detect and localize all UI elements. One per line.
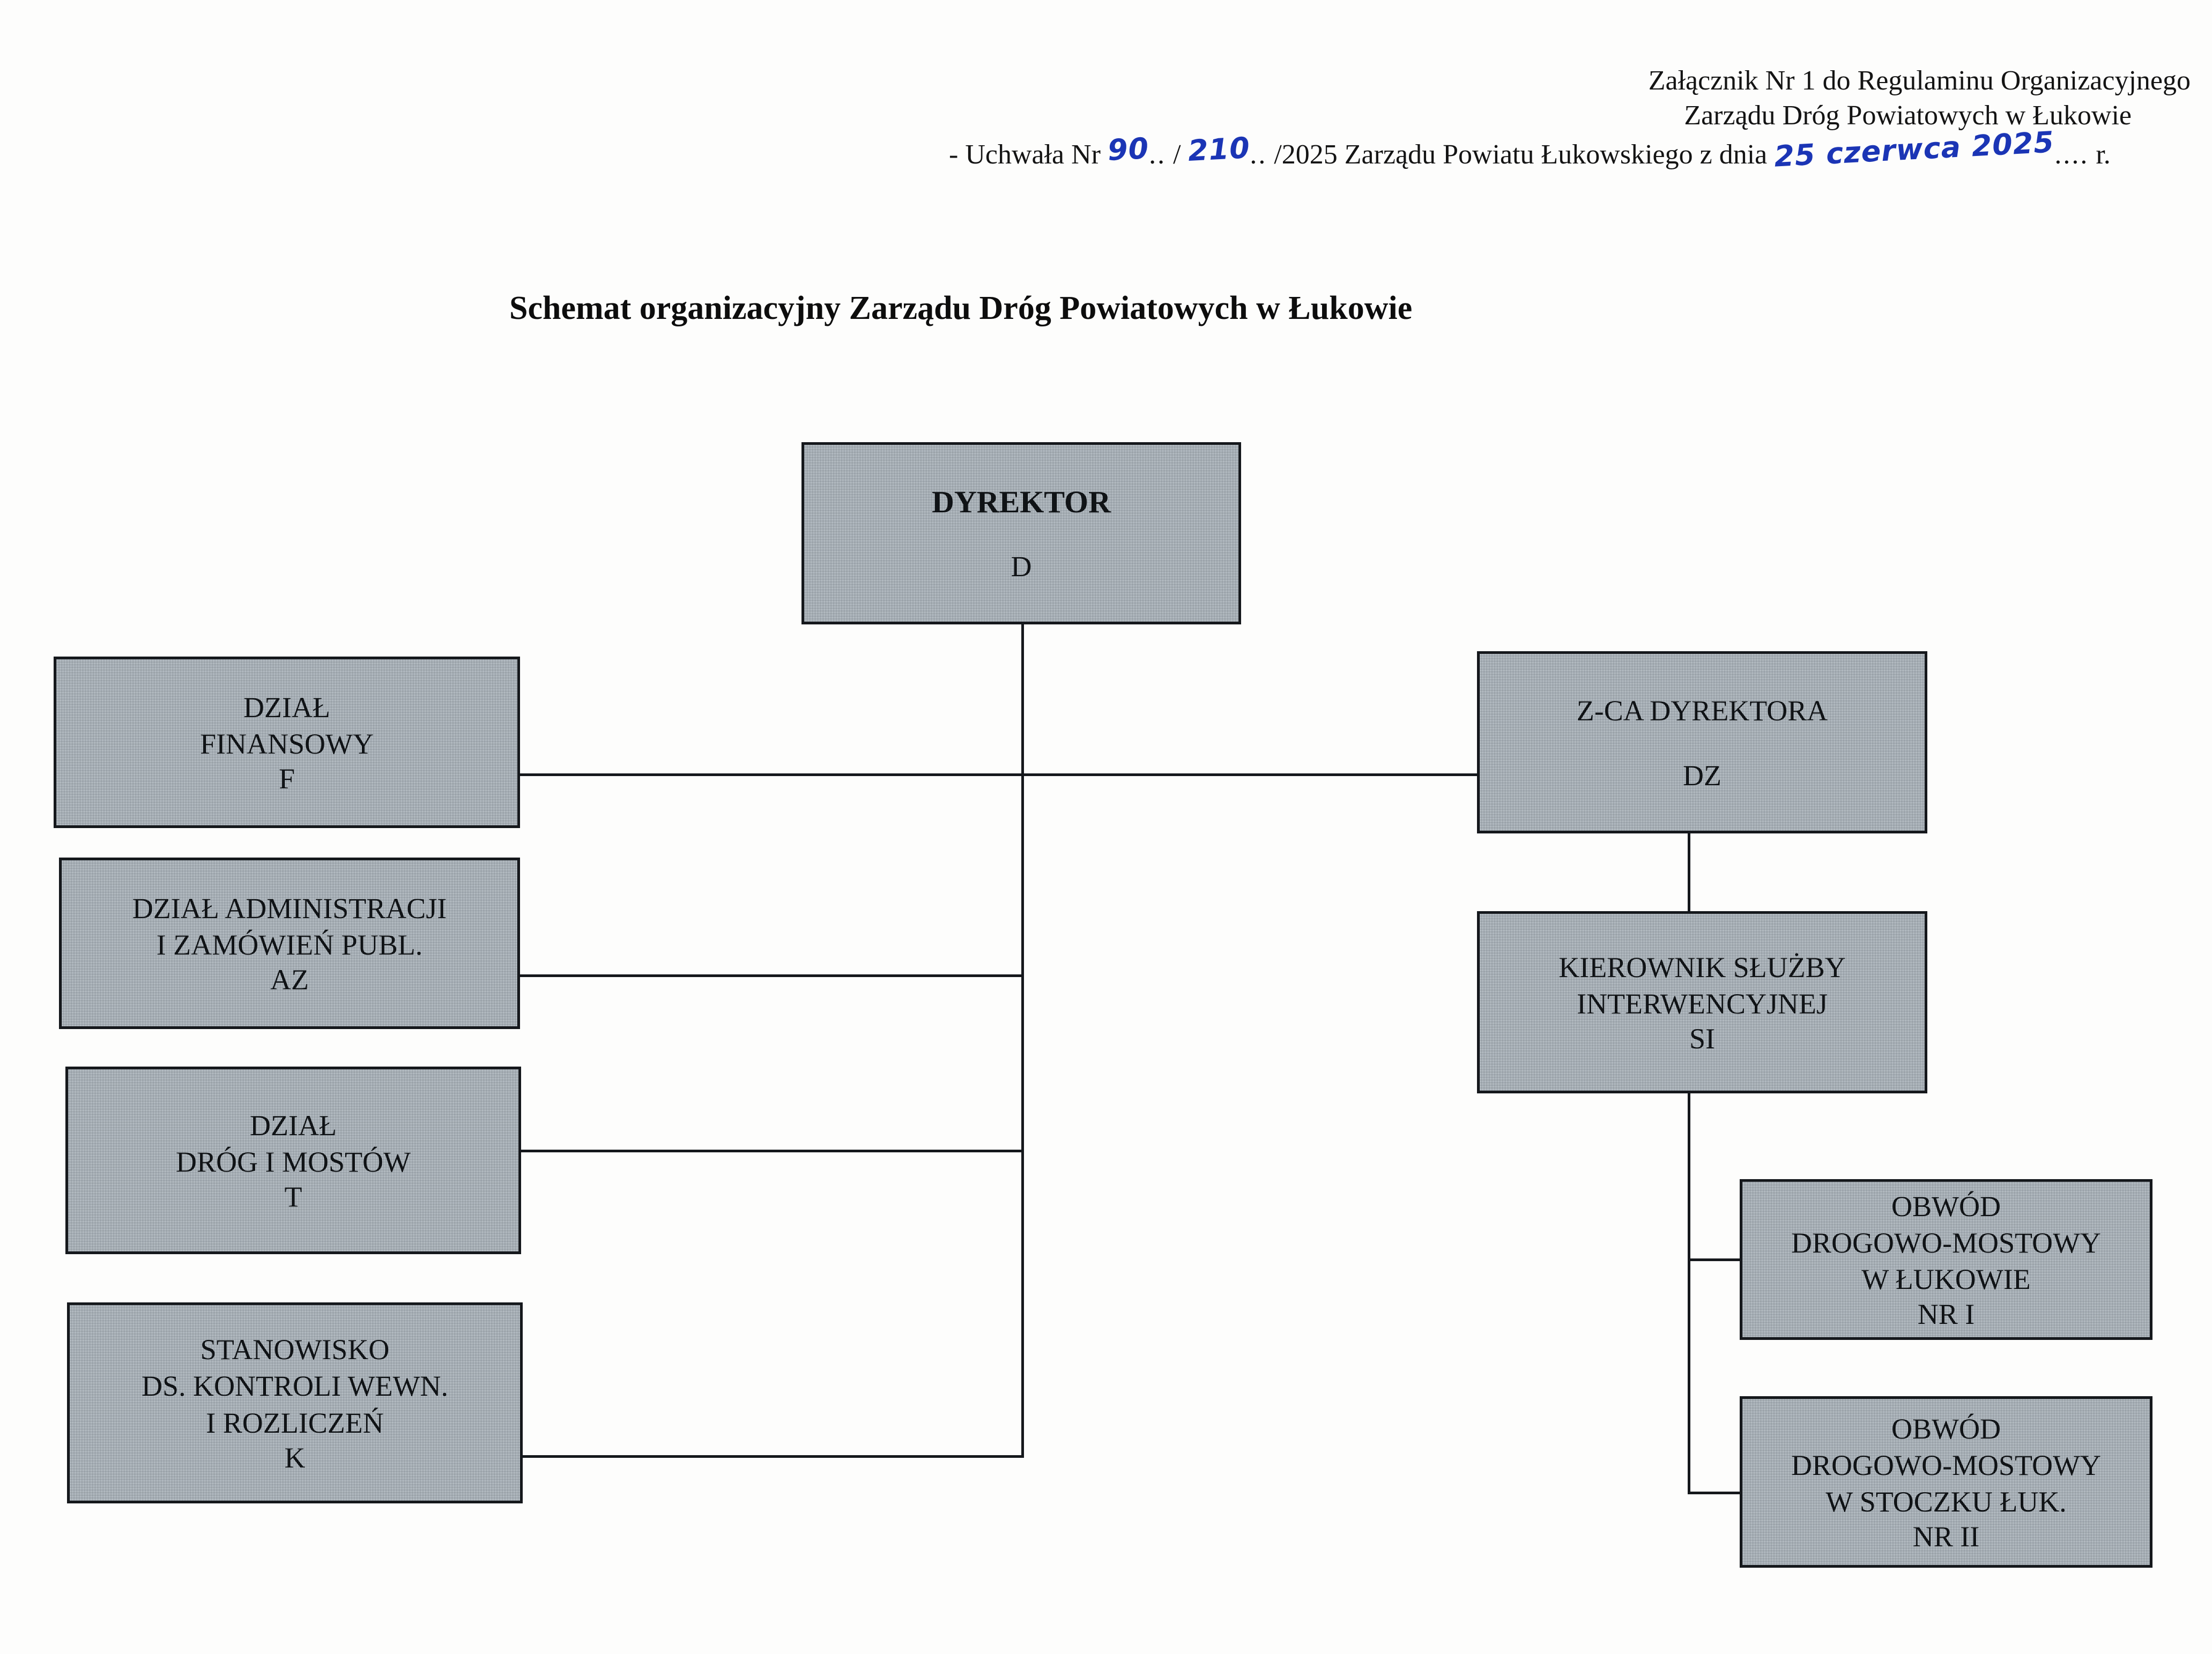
node-kontrola-code: K bbox=[284, 1441, 306, 1474]
node-si-line-1: KIEROWNIK SŁUŻBY bbox=[1558, 951, 1846, 984]
connector-drogi-to-trunk bbox=[520, 1150, 1024, 1152]
node-kontrola-line-2: DS. KONTROLI WEWN. bbox=[142, 1370, 448, 1403]
node-dyrektor-code: D bbox=[1011, 550, 1032, 583]
page-title: Schemat organizacyjny Zarządu Dróg Powia… bbox=[509, 290, 1413, 326]
connector-dyrektor-trunk bbox=[1021, 623, 1024, 1457]
node-finansowy-line-1: DZIAŁ bbox=[243, 691, 330, 724]
node-finansowy-line-2: FINANSOWY bbox=[200, 728, 374, 760]
resolution-suffix-label: r. bbox=[2096, 139, 2111, 170]
node-zastepca-dyrektora[interactable]: Z-CA DYREKTORA DZ bbox=[1477, 651, 1927, 833]
node-administracji-code: AZ bbox=[270, 964, 309, 996]
node-administracji-line-1: DZIAŁ ADMINISTRACJI bbox=[132, 892, 447, 925]
connector-kontrola-to-trunk bbox=[522, 1455, 1024, 1458]
connector-si-to-obwod-1 bbox=[1688, 1258, 1741, 1261]
node-obwod-drogowo-mostowy-lukow[interactable]: OBWÓD DROGOWO-MOSTOWY W ŁUKOWIE NR I bbox=[1740, 1179, 2152, 1340]
node-obwod1-line-1: OBWÓD bbox=[1891, 1190, 2001, 1223]
node-kierownik-sluzby-interwencyjnej[interactable]: KIEROWNIK SŁUŻBY INTERWENCYJNEJ SI bbox=[1477, 911, 1927, 1093]
node-finansowy-code: F bbox=[278, 763, 295, 795]
node-kontrola-line-3: I ROZLICZEŃ bbox=[206, 1406, 384, 1439]
node-drogi-line-1: DZIAŁ bbox=[250, 1109, 337, 1142]
attachment-reference-line-1: Załącznik Nr 1 do Regulaminu Organizacyj… bbox=[1648, 65, 2191, 96]
node-si-line-2: INTERWENCYJNEJ bbox=[1577, 988, 1828, 1020]
node-stanowisko-kontroli-wewnetrznej[interactable]: STANOWISKO DS. KONTROLI WEWN. I ROZLICZE… bbox=[67, 1302, 523, 1503]
node-dzial-drog-i-mostow[interactable]: DZIAŁ DRÓG I MOSTÓW T bbox=[65, 1067, 521, 1254]
node-dyrektor[interactable]: DYREKTOR D bbox=[801, 442, 1241, 624]
connector-si-to-obwod-2 bbox=[1688, 1492, 1741, 1494]
node-obwod2-code: NR II bbox=[1912, 1521, 1980, 1553]
attachment-reference-line-2: Zarządu Dróg Powiatowych w Łukowie bbox=[1684, 100, 2132, 131]
node-zastepca-code: DZ bbox=[1683, 759, 1721, 792]
node-kontrola-line-1: STANOWISKO bbox=[200, 1333, 390, 1366]
node-dzial-finansowy[interactable]: DZIAŁ FINANSOWY F bbox=[54, 657, 520, 828]
node-obwod1-line-2: DROGOWO-MOSTOWY bbox=[1791, 1226, 2101, 1259]
connector-zca-to-si bbox=[1688, 832, 1690, 913]
connector-administracji-to-trunk bbox=[519, 974, 1024, 977]
node-dzial-administracji-zamowien[interactable]: DZIAŁ ADMINISTRACJI I ZAMÓWIEŃ PUBL. AZ bbox=[59, 858, 520, 1029]
node-zastepca-title: Z-CA DYREKTORA bbox=[1576, 694, 1828, 727]
connector-finansowy-to-zca bbox=[519, 773, 1479, 776]
resolution-date-handwritten: 25 czerwca 2025 bbox=[1773, 125, 2055, 174]
node-dyrektor-title: DYREKTOR bbox=[931, 484, 1111, 519]
connector-si-trunk bbox=[1688, 1092, 1690, 1494]
resolution-year-label: /2025 Zarządu Powiatu Łukowskiego z dnia bbox=[1274, 139, 1768, 170]
node-obwod1-line-3: W ŁUKOWIE bbox=[1861, 1263, 2031, 1296]
node-administracji-line-2: I ZAMÓWIEŃ PUBL. bbox=[156, 929, 423, 961]
node-drogi-code: T bbox=[284, 1181, 302, 1213]
resolution-sequence-handwritten: 210 bbox=[1187, 131, 1251, 168]
node-obwod2-line-3: W STOCZKU ŁUK. bbox=[1825, 1486, 2067, 1518]
resolution-reference-line: - Uchwała Nr 90.. / 210.. /2025 Zarządu … bbox=[949, 125, 2111, 174]
node-obwod1-code: NR I bbox=[1917, 1298, 1975, 1331]
node-obwod2-line-1: OBWÓD bbox=[1891, 1412, 2001, 1445]
node-obwod2-line-2: DROGOWO-MOSTOWY bbox=[1791, 1449, 2101, 1481]
resolution-separator: / bbox=[1173, 139, 1181, 170]
node-drogi-line-2: DRÓG I MOSTÓW bbox=[176, 1146, 411, 1178]
node-si-code: SI bbox=[1689, 1023, 1715, 1055]
resolution-prefix-label: - Uchwała Nr bbox=[949, 139, 1101, 170]
node-obwod-drogowo-mostowy-stoczek[interactable]: OBWÓD DROGOWO-MOSTOWY W STOCZKU ŁUK. NR … bbox=[1740, 1396, 2152, 1568]
resolution-number-handwritten: 90 bbox=[1107, 131, 1150, 167]
